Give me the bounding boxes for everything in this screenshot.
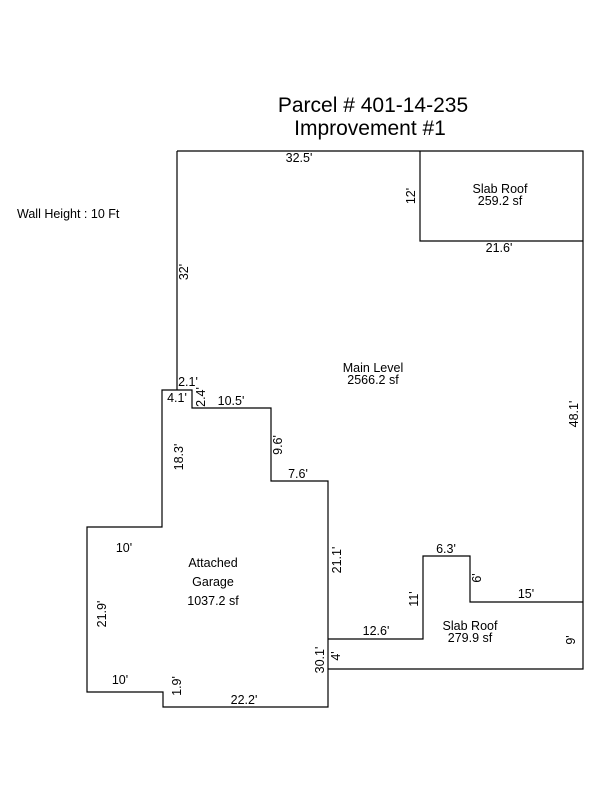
dim-garage-right: 21.1': [330, 547, 344, 574]
dim-bottom-6-3: 6.3': [436, 542, 456, 556]
garage-area: 1037.2 sf: [187, 594, 239, 608]
improvement-title: Improvement #1: [294, 117, 446, 140]
dim-step-2-4: 2.4': [194, 387, 208, 407]
dim-bottom-6: 6': [470, 573, 484, 582]
dim-step-9-6: 9.6': [271, 435, 285, 455]
garage-name-line2: Garage: [192, 575, 234, 589]
dim-bottom-12-6: 12.6': [363, 624, 390, 638]
dim-left-main: 32': [177, 264, 191, 280]
slab-roof-top-area: 259.2 sf: [478, 194, 523, 208]
dim-garage-top: 10': [116, 541, 132, 555]
dim-bottom-15: 15': [518, 587, 534, 601]
slab-roof-top-outline: [419, 151, 583, 242]
garage-name-line1: Attached: [188, 556, 237, 570]
dim-bottom-11: 11': [407, 591, 421, 606]
dim-top-main: 32.5': [286, 151, 313, 165]
slab-roof-bottom-area: 279.9 sf: [448, 631, 493, 645]
dim-right-4: 4': [329, 651, 343, 660]
dim-garage-1-9: 1.9': [170, 676, 184, 696]
dim-garage-bottom-left: 10': [112, 673, 128, 687]
slab-roof-top-name: Slab Roof: [473, 182, 528, 196]
slab-roof-bottom-name: Slab Roof: [443, 619, 498, 633]
dim-step-18-3: 18.3': [172, 444, 186, 471]
main-level-name: Main Level: [343, 361, 403, 375]
dim-garage-bottom: 22.2': [231, 693, 258, 707]
main-level-area: 2566.2 sf: [347, 373, 399, 387]
dim-right-main: 48.1': [567, 401, 581, 428]
dim-step-4-1: 4.1': [167, 391, 187, 405]
dim-step-2-1: 2.1': [178, 375, 198, 389]
dim-garage-left: 21.9': [95, 601, 109, 628]
dim-step-10-5: 10.5': [218, 394, 245, 408]
dim-right-30-1: 30.1': [313, 647, 327, 674]
wall-height-label: Wall Height : 10 Ft: [17, 207, 120, 221]
building-outline: [86, 150, 584, 708]
parcel-title: Parcel # 401-14-235: [278, 94, 468, 117]
dim-top-slab-side: 12': [404, 188, 418, 204]
dim-bottom-9: 9': [564, 635, 578, 644]
dim-top-slab-bottom: 21.6': [486, 241, 513, 255]
dim-step-7-6: 7.6': [288, 467, 308, 481]
